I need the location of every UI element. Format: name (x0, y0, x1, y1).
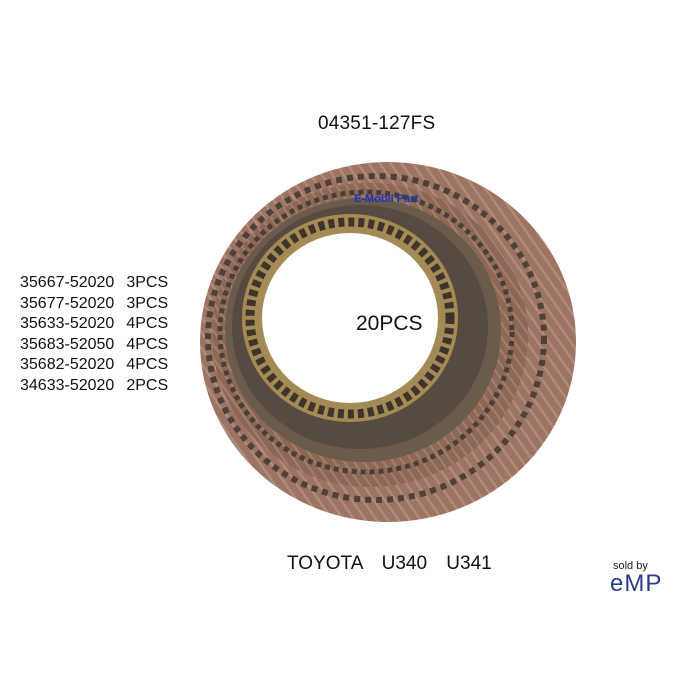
brand-watermark: E-Mobil Part (354, 193, 419, 205)
inner-teeth (245, 217, 455, 419)
part-qty: 4PCS (126, 356, 169, 374)
outer-notch-ring (205, 173, 547, 503)
part-qty: 4PCS (126, 335, 169, 353)
sold-by-label: sold by (613, 560, 648, 572)
clutch-disc-pack-image (200, 160, 590, 530)
part-number-title: 04351-127FS (318, 113, 436, 134)
center-hole (262, 233, 438, 403)
clutch-disc-illustration (200, 162, 576, 522)
part-number: 35677-52020 (20, 294, 115, 312)
seller-logo: eMP (610, 570, 663, 597)
list-item: 35682-52020 4PCS (20, 355, 168, 376)
piece-count: 20PCS (356, 312, 423, 335)
list-item: 34633-52020 2PCS (20, 376, 168, 397)
part-qty: 4PCS (126, 315, 169, 333)
list-item: 35677-52020 3PCS (20, 294, 168, 315)
part-qty: 3PCS (126, 274, 169, 291)
parts-list: 35667-52020 3PCS 35677-52020 3PCS 35633-52… (20, 273, 168, 397)
list-item: 35667-52020 3PCS (20, 273, 168, 294)
part-number: 35682-52020 (20, 356, 115, 374)
part-number: 35633-52020 (20, 315, 115, 333)
part-number: 34633-52020 (20, 376, 115, 394)
vehicle-models: TOYOTA U340 U341 (287, 553, 492, 574)
part-qty: 2PCS (126, 376, 169, 394)
part-qty: 3PCS (126, 294, 169, 312)
part-number: 35683-52050 (20, 335, 115, 353)
part-number: 35667-52020 (20, 274, 115, 291)
list-item: 35633-52020 4PCS (20, 314, 168, 335)
list-item: 35683-52050 4PCS (20, 335, 168, 356)
second-notch-ring (217, 189, 515, 475)
